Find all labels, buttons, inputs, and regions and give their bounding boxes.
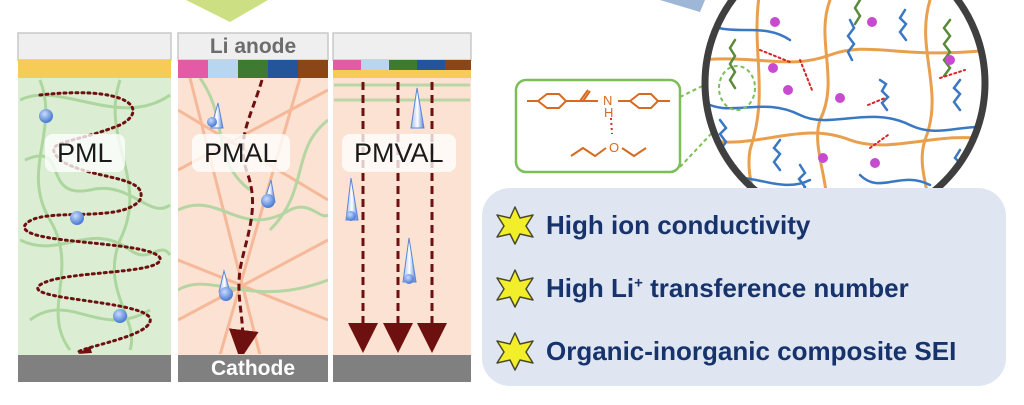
feature-text: High Li+ transference number: [546, 272, 909, 303]
molecule-atom-o: O: [609, 140, 620, 155]
molecule-atom-h: H: [604, 105, 614, 120]
molecule-structure-icon: [514, 78, 682, 174]
panel-pmal: [177, 32, 329, 382]
star-icon: [496, 269, 534, 308]
panel-label-pml: PML: [45, 134, 125, 172]
anode-label: Li anode: [209, 35, 297, 58]
panel-label-pmval: PMVAL: [342, 134, 456, 172]
magnifier-circle-icon: [660, 0, 989, 227]
feature-box: High ion conductivity High Li+ transfere…: [482, 188, 1006, 386]
feature-text: Organic-inorganic composite SEI: [546, 335, 957, 366]
feature-text: High ion conductivity: [546, 209, 811, 240]
molecule-atom-n: N: [603, 93, 613, 108]
panel-pml: [17, 32, 172, 382]
feature-item: High ion conductivity: [482, 205, 810, 245]
panel-pmval: [332, 32, 472, 382]
star-icon: [496, 332, 534, 371]
panel-label-pmal: PMAL: [192, 134, 290, 172]
star-icon: [496, 206, 534, 245]
feature-item: Organic-inorganic composite SEI: [482, 331, 956, 371]
cathode-label: Cathode: [211, 357, 295, 380]
feature-item: High Li+ transference number: [482, 268, 909, 308]
